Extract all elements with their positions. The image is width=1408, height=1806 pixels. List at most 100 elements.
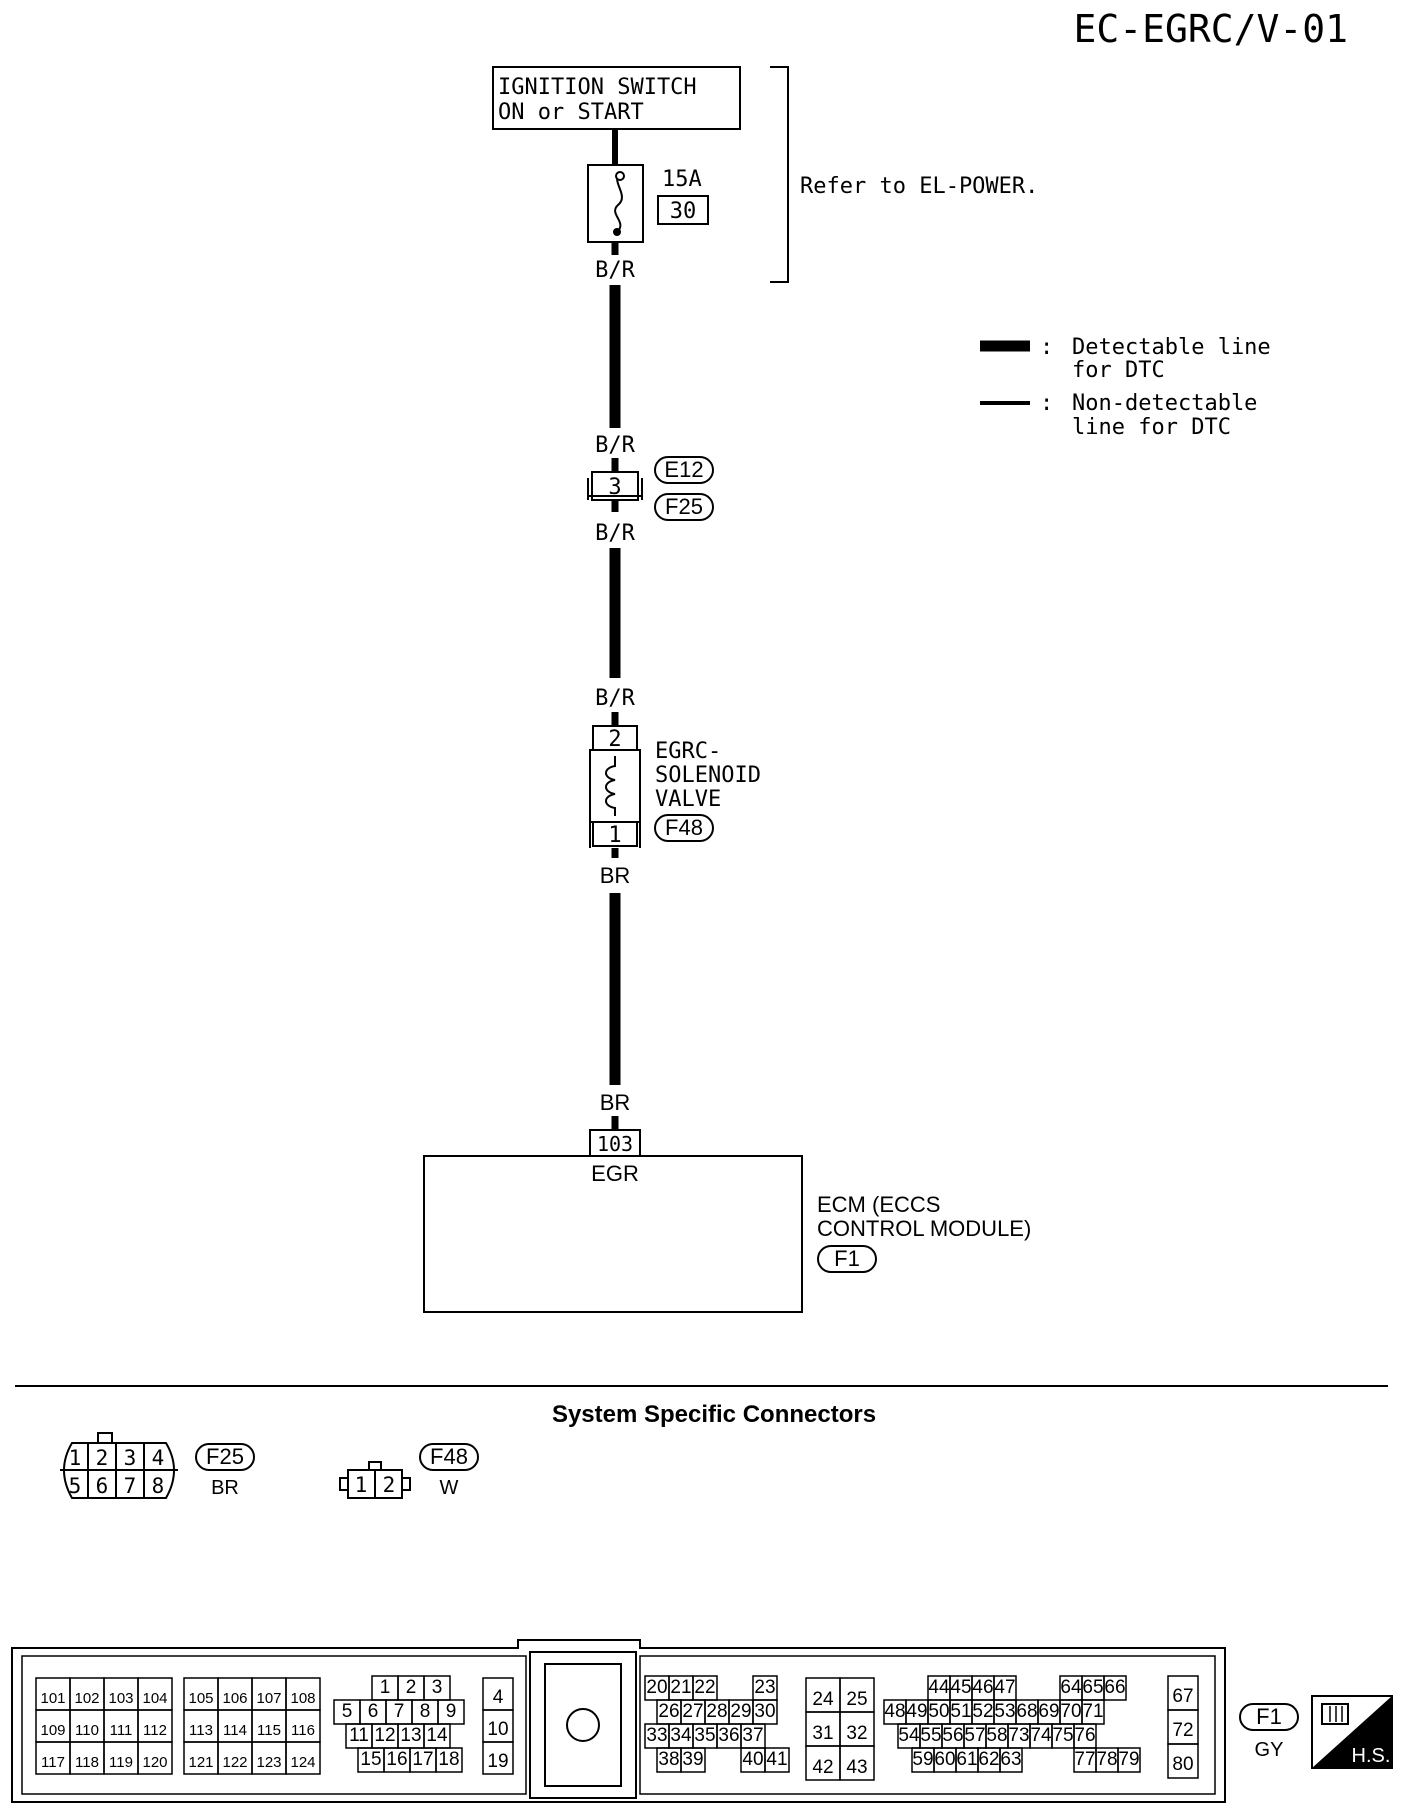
f1-pin-label: 17 [412, 1749, 433, 1770]
f1-pin-label: 14 [426, 1725, 448, 1746]
f1-pin-label: 70 [1060, 1701, 1081, 1722]
f1-pin-label: 107 [256, 1690, 281, 1707]
f1-pin-label: 6 [368, 1701, 379, 1722]
f1-pin-label: 65 [1082, 1677, 1103, 1698]
f1-pin-label: 13 [400, 1725, 421, 1746]
f1-pin-label: 15 [360, 1749, 381, 1770]
f1-pin-label: 50 [928, 1701, 949, 1722]
f1-pin-label: 33 [646, 1725, 667, 1746]
f1-pin-label: 19 [487, 1751, 508, 1772]
legend-detectable-1: Detectable line [1072, 335, 1271, 360]
f1-pin-label: 111 [110, 1722, 133, 1739]
legend-colon-2: : [1040, 391, 1053, 416]
f1-pin-label: 114 [223, 1722, 247, 1739]
f1-pin-label: 110 [75, 1722, 99, 1739]
f1-pin-label: 51 [950, 1701, 971, 1722]
f1-pin-label: 59 [912, 1749, 933, 1770]
f1-pin-label: 66 [1104, 1677, 1125, 1698]
ecm-pin-label: EGR [591, 1161, 639, 1186]
connector-ref-f48 [654, 814, 714, 842]
f1-pin-label: 76 [1074, 1725, 1095, 1746]
svg-text:4: 4 [152, 1446, 165, 1470]
wire-label-br-r-4: B/R [595, 686, 635, 711]
legend-non-detectable-2: line for DTC [1072, 415, 1231, 440]
ignition-switch-label-2: ON or START [498, 100, 644, 125]
f1-pin-cell [285, 1741, 321, 1775]
f1-pin-label: 73 [1008, 1725, 1029, 1746]
f1-pin-label: 57 [964, 1725, 985, 1746]
refer-text: Refer to EL-POWER. [800, 174, 1038, 199]
f1-pin-label: 68 [1016, 1701, 1037, 1722]
f1-pin-label: 118 [75, 1754, 99, 1771]
ecm-label-1: ECM (ECCS [817, 1192, 940, 1217]
f1-pin-cell [482, 1741, 514, 1775]
f1-pin-label: 29 [730, 1701, 751, 1722]
f1-pin-label: 72 [1172, 1720, 1193, 1741]
f1-pin-label: 61 [956, 1749, 977, 1770]
wire-label-br-r-1: B/R [595, 258, 635, 283]
f48-ref: F48 [430, 1444, 468, 1469]
f1-pin-label: 40 [742, 1749, 763, 1770]
solenoid-pin-top-box [592, 725, 638, 751]
f1-pin-label: 8 [420, 1701, 431, 1722]
f1-pin-label: 39 [682, 1749, 703, 1770]
solenoid-pin-bottom-box [592, 821, 638, 847]
legend-detectable-2: for DTC [1072, 358, 1165, 383]
fuse-number: 30 [670, 199, 697, 224]
section-title: System Specific Connectors [552, 1401, 876, 1428]
wire-label-br-1: BR [600, 863, 631, 888]
connector-ref-e12 [654, 456, 714, 484]
f1-pin-label: 105 [188, 1690, 213, 1707]
f1-pin-label: 104 [142, 1690, 167, 1707]
f1-pin-cell [680, 1747, 706, 1773]
f1-color: GY [1255, 1739, 1284, 1761]
fuse-rating: 15A [662, 167, 702, 192]
f1-pin-label: 109 [40, 1722, 65, 1739]
f1-pin-label: 78 [1096, 1749, 1117, 1770]
f1-pin-label: 80 [1172, 1754, 1193, 1775]
hs-badge-text: H.S. [1352, 1745, 1391, 1767]
f1-pin-label: 45 [950, 1677, 971, 1698]
f1-pin-label: 112 [143, 1722, 167, 1739]
f1-pin-label: 46 [972, 1677, 993, 1698]
svg-text:1: 1 [355, 1473, 368, 1497]
f1-pin-label: 67 [1172, 1686, 1193, 1707]
connector-ref-f1 [817, 1245, 877, 1273]
f1-pin-label: 1 [380, 1677, 391, 1698]
svg-text:E12: E12 [664, 457, 703, 482]
f1-pin-label: 26 [658, 1701, 679, 1722]
f1-pin-label: 42 [812, 1757, 833, 1778]
f1-pin-label: 34 [670, 1725, 692, 1746]
f1-pin-label: 9 [446, 1701, 457, 1722]
svg-text:7: 7 [124, 1474, 137, 1498]
f1-pin-label: 117 [41, 1754, 65, 1771]
f1-pin-label: 24 [812, 1689, 834, 1710]
f1-pin-label: 23 [754, 1677, 775, 1698]
f1-pin-label: 10 [487, 1719, 508, 1740]
f1-pin-label: 30 [754, 1701, 775, 1722]
f1-pin-label: 77 [1074, 1749, 1095, 1770]
f48-color: W [440, 1477, 459, 1499]
fuse-number-box [657, 195, 709, 225]
svg-text:F25: F25 [665, 494, 703, 519]
connector-ref-f25 [654, 493, 714, 521]
f1-pin-label: 60 [934, 1749, 955, 1770]
f1-pin-label: 74 [1030, 1725, 1052, 1746]
svg-text:1: 1 [69, 1446, 82, 1470]
f1-pin-label: 5 [342, 1701, 353, 1722]
f1-pin-label: 108 [290, 1690, 315, 1707]
svg-text:F48: F48 [665, 815, 703, 840]
f1-pin-label: 47 [994, 1677, 1015, 1698]
svg-text:5: 5 [69, 1474, 82, 1498]
svg-text:F1: F1 [834, 1246, 860, 1271]
f1-pin-label: 116 [291, 1722, 315, 1739]
f1-pin-label: 124 [290, 1754, 315, 1771]
f1-pin-cell [437, 1699, 465, 1725]
f1-pin-label: 20 [646, 1677, 667, 1698]
f1-pin-cell [1103, 1675, 1127, 1701]
fuse-element [614, 171, 623, 233]
f1-pin-label: 56 [942, 1725, 963, 1746]
f1-pin-label: 54 [898, 1725, 920, 1746]
f1-pin-label: 7 [394, 1701, 405, 1722]
f1-pin-label: 119 [109, 1754, 133, 1771]
